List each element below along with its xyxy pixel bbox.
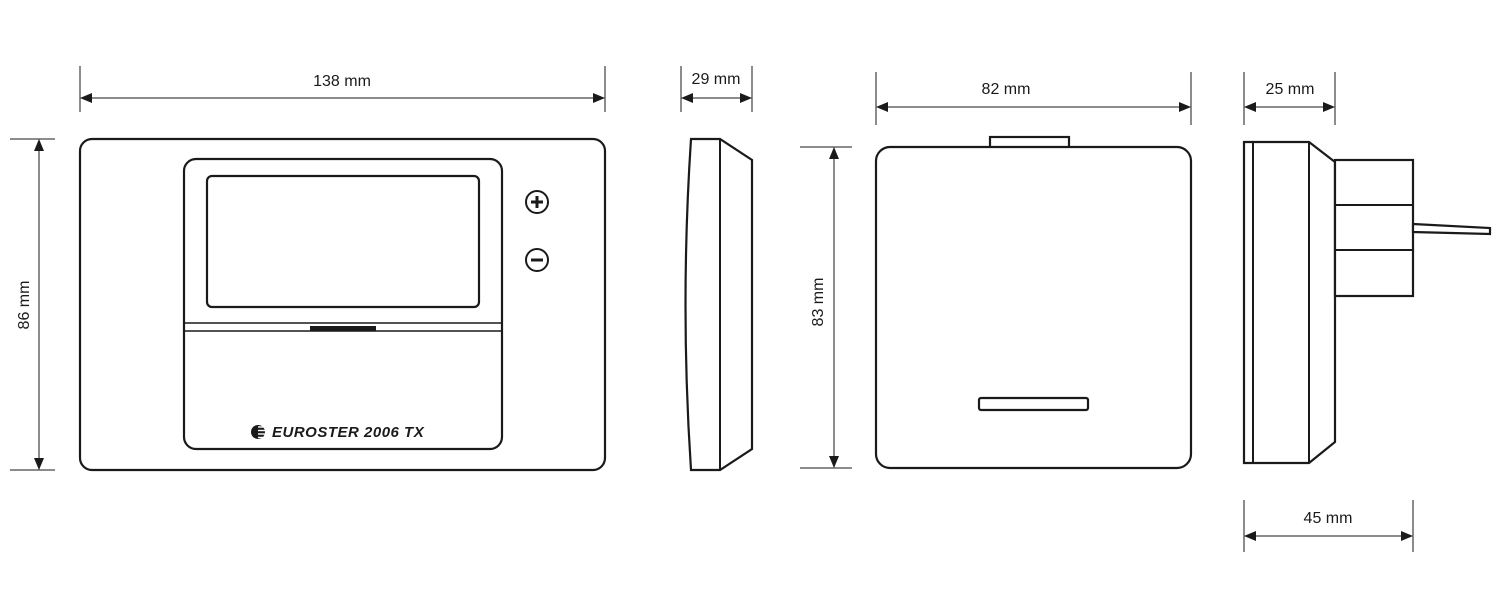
receiver-body — [874, 145, 1193, 470]
dimension-thermostat-height: 86 mm — [10, 138, 55, 471]
thermostat-front-view: EUROSTER 2006 TX — [78, 137, 607, 472]
dimension-receiver-width: 82 mm — [875, 72, 1192, 125]
thermostat-side-view — [684, 137, 754, 472]
plug-pin — [1411, 222, 1492, 236]
receiver-side-view — [1242, 140, 1492, 465]
plug-housing — [1333, 158, 1415, 298]
receiver-height-label: 83 mm — [810, 278, 827, 327]
plus-icon — [525, 190, 549, 214]
receiver-width-label: 82 mm — [982, 81, 1031, 98]
dimension-receiver-total-depth: 45 mm — [1243, 500, 1414, 552]
thermostat-width-label: 138 mm — [313, 73, 371, 90]
receiver-front-view — [874, 135, 1193, 470]
plus-button[interactable] — [525, 190, 549, 214]
minus-button[interactable] — [525, 248, 549, 272]
brand-label: EUROSTER 2006 TX — [272, 424, 425, 441]
thermostat-side-profile — [684, 137, 754, 472]
dimension-receiver-height: 83 mm — [800, 146, 852, 469]
lcd-screen — [205, 174, 481, 309]
receiver-total-depth-label: 45 mm — [1304, 510, 1353, 527]
dimension-receiver-depth: 25 mm — [1243, 72, 1336, 125]
flap-notch — [310, 326, 376, 331]
thermostat-depth-label: 29 mm — [692, 71, 741, 88]
thermostat-height-label: 86 mm — [16, 281, 33, 330]
receiver-side-body — [1242, 140, 1337, 465]
receiver-led-slot — [977, 396, 1090, 412]
dimension-thermostat-width: 138 mm — [79, 66, 606, 112]
brand-logo-icon — [251, 425, 268, 439]
minus-icon — [525, 248, 549, 272]
receiver-depth-label: 25 mm — [1266, 81, 1315, 98]
dimension-thermostat-depth: 29 mm — [680, 66, 753, 112]
